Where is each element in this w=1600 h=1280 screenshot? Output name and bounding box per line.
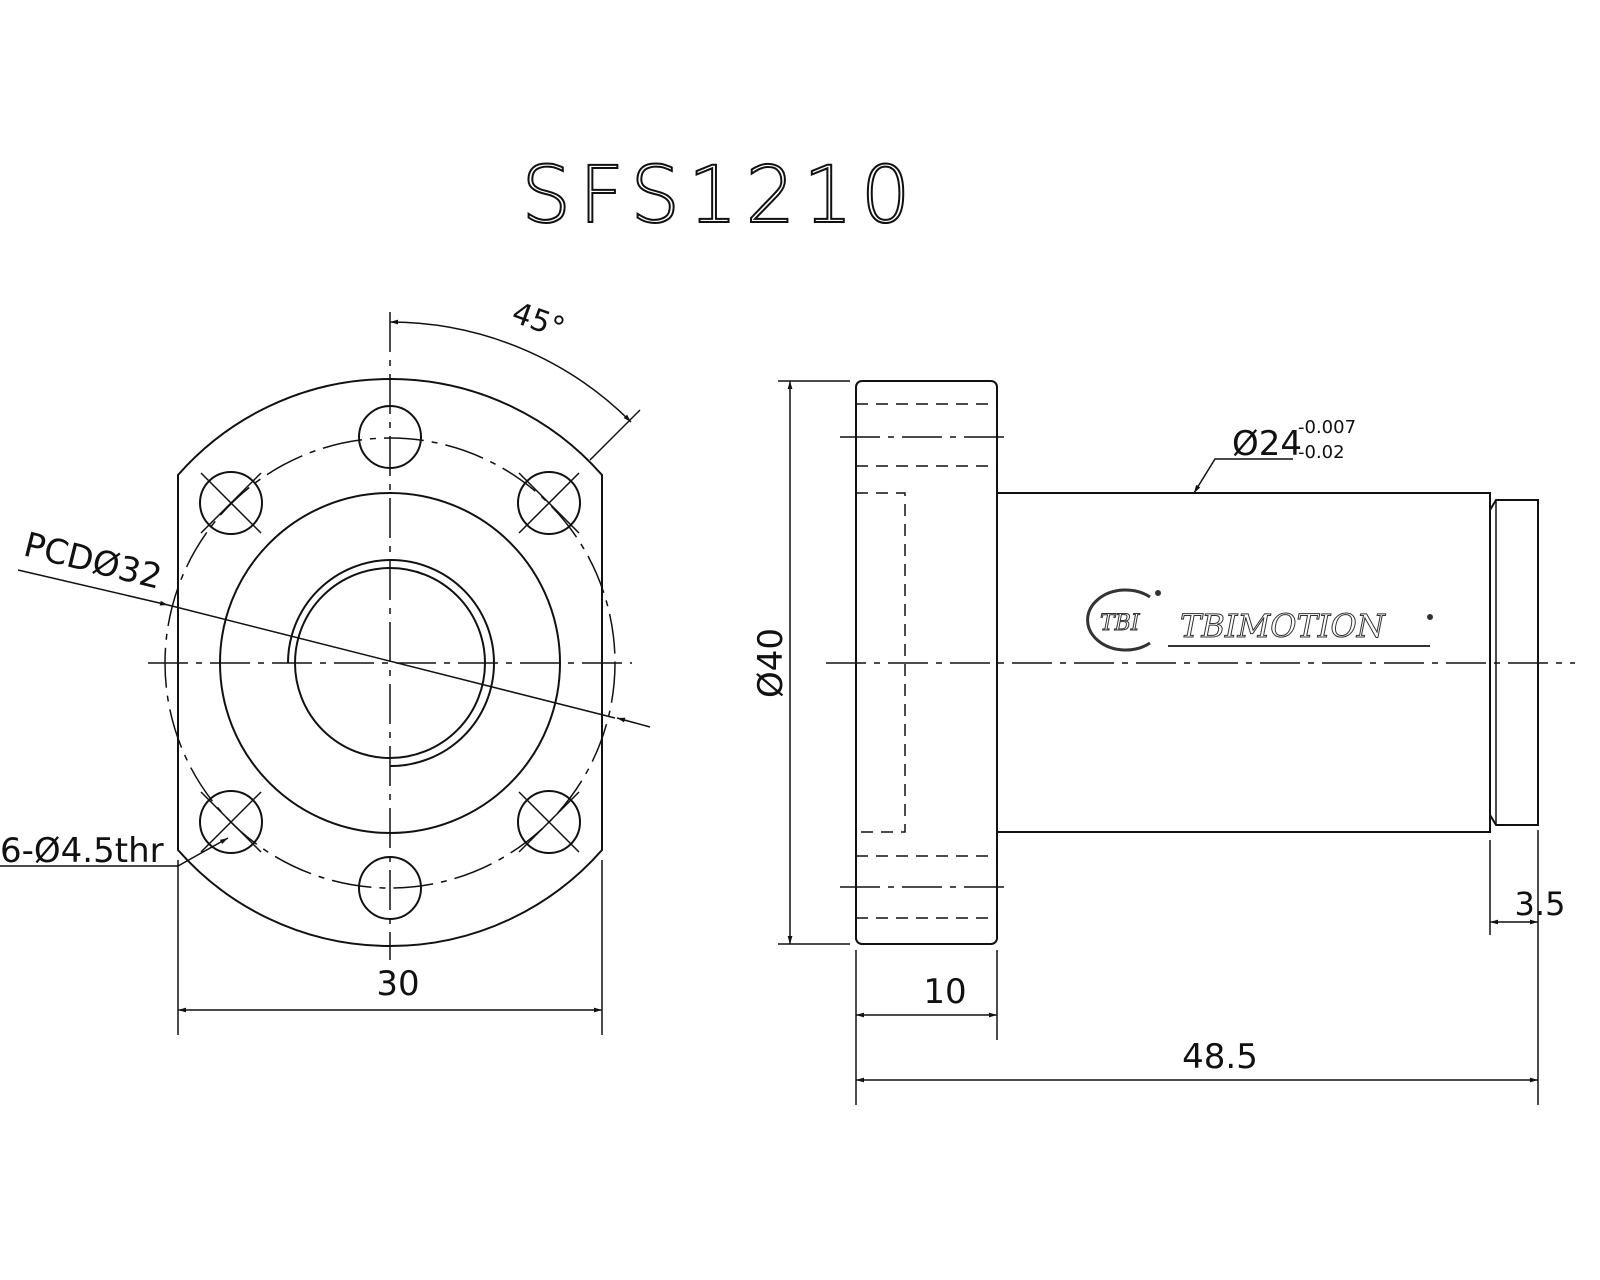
shaft-label: Ø24 <box>1232 424 1302 464</box>
length-label: 48.5 <box>1182 1037 1258 1077</box>
angle-dimension <box>389 319 632 423</box>
flange-outline <box>177 378 603 947</box>
bolt-hole <box>199 471 263 535</box>
hidden-recess <box>856 492 906 833</box>
diameter-label: Ø40 <box>751 628 791 698</box>
side-view: Ø40 Ø24 -0.007 -0.02 TBI TBIMOTION 10 48… <box>751 380 1575 1105</box>
angle-label: 45° <box>507 296 569 347</box>
groove-arc <box>287 559 495 768</box>
body <box>996 492 1491 833</box>
tolerance-lower: -0.02 <box>1298 442 1345 463</box>
drawing-title: SFS1210 <box>521 151 918 241</box>
tolerance-upper: -0.007 <box>1298 417 1356 438</box>
step-label: 3.5 <box>1515 885 1566 923</box>
width-label: 30 <box>376 964 419 1004</box>
logo-name: TBIMOTION <box>1180 607 1386 645</box>
bolt-hole <box>517 790 581 854</box>
bolt-hole <box>358 856 422 920</box>
bolt-holes <box>199 405 581 920</box>
flange-width-label: 10 <box>923 972 966 1012</box>
front-view: 45° PCDØ32 6-Ø4.5thr 30 <box>0 296 651 1035</box>
logo-mark: TBI <box>1100 611 1141 636</box>
tbi-logo: TBI TBIMOTION <box>1086 588 1433 652</box>
holes-label: 6-Ø4.5thr <box>0 831 164 871</box>
bolt-hole <box>517 471 581 535</box>
bolt-hole <box>199 790 263 854</box>
